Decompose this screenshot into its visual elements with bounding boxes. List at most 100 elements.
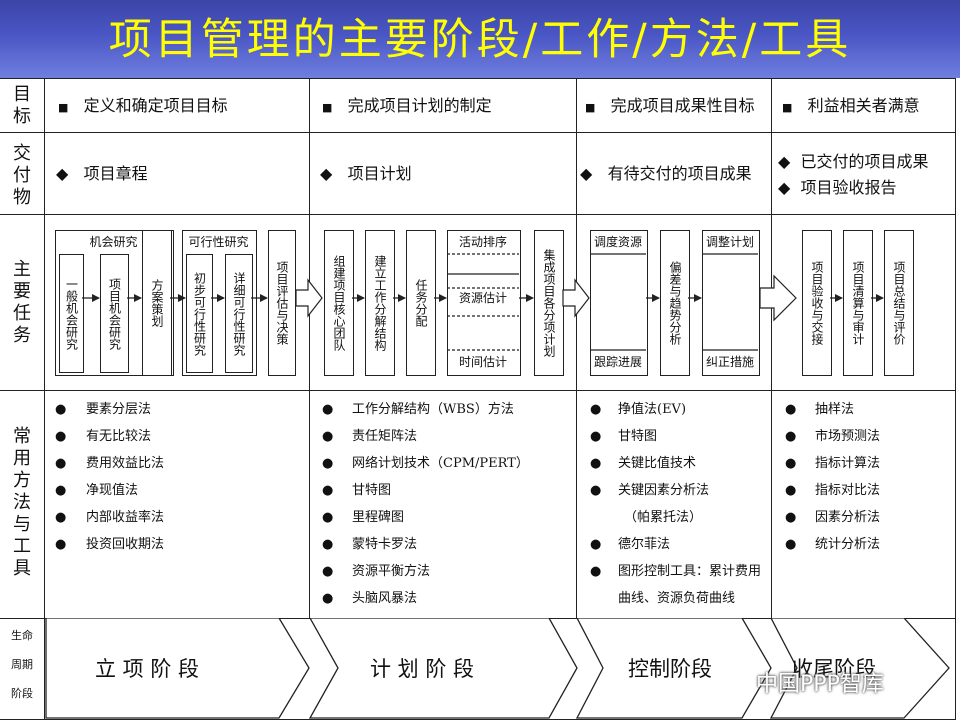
- deliverable-item: ◆ 项目章程: [56, 164, 148, 183]
- square-bullet-icon: ■: [585, 101, 596, 114]
- column-divider: [44, 78, 45, 720]
- round-bullet-icon: ●: [322, 483, 334, 498]
- round-bullet-icon: ●: [55, 456, 67, 471]
- row-label-char: 付: [13, 165, 31, 186]
- goal-item: ■ 定义和确定项目目标: [58, 96, 228, 115]
- scheme-planning-box: 方案策划: [142, 230, 172, 376]
- row-label-char: 方: [13, 470, 31, 491]
- diamond-bullet-icon: ◆: [778, 178, 791, 197]
- project-opportunity-box: 项目机会研究: [100, 254, 129, 373]
- corrective-measures-label: 纠正措施: [705, 355, 754, 369]
- row-label-char: 工: [13, 536, 31, 557]
- table-border: [955, 78, 956, 720]
- method-item: 蒙特卡罗法: [352, 537, 418, 552]
- row-label-lifecycle: 周期: [11, 658, 33, 671]
- row-label-char: 常: [13, 426, 31, 447]
- schedule-resources-label: 调度资源: [593, 235, 642, 249]
- phase-chevron-initiation: [45, 618, 310, 719]
- activity-sequencing-label: 活动排序: [458, 235, 507, 249]
- method-item: 要素分层法: [86, 402, 152, 417]
- method-item: 因素分析法: [815, 510, 881, 525]
- round-bullet-icon: ●: [322, 564, 334, 579]
- task-connectors: [82, 253, 884, 351]
- round-bullet-icon: ●: [785, 537, 797, 552]
- method-item: 统计分析法: [815, 537, 881, 552]
- method-item: 指标对比法: [815, 483, 881, 498]
- row-label-char: 法: [13, 492, 31, 513]
- phase-chevron-planning: [308, 618, 578, 719]
- round-bullet-icon: ●: [785, 456, 797, 471]
- round-bullet-icon: ●: [55, 483, 67, 498]
- row-divider: [0, 214, 956, 215]
- phase-label: 计 划 阶 段: [370, 657, 475, 681]
- row-label-lifecycle: 阶段: [11, 687, 33, 700]
- round-bullet-icon: ●: [322, 402, 334, 417]
- row-label-goal-text: 目标: [13, 84, 31, 128]
- diamond-bullet-icon: ◆: [580, 164, 593, 183]
- method-item: 关键比值技术: [618, 456, 697, 471]
- square-bullet-icon: ■: [322, 101, 333, 114]
- block-arrow-icon: [295, 278, 323, 318]
- goal-item: ■ 完成项目计划的制定: [322, 96, 492, 115]
- block-arrow-icon: [759, 274, 797, 322]
- method-item: 图形控制工具：累计费用: [618, 564, 762, 579]
- method-item: 甘特图: [352, 483, 392, 498]
- block-arrow-icon: [562, 278, 590, 318]
- row-label-methods-text: 常用方法与工具: [13, 426, 31, 580]
- round-bullet-icon: ●: [785, 429, 797, 444]
- deliverable-item: ◆ 有待交付的项目成果: [580, 164, 752, 183]
- method-item: 网络计划技术（CPM/PERT）: [352, 456, 529, 471]
- column-divider: [771, 78, 772, 618]
- row-label-char: 具: [13, 558, 31, 579]
- general-opportunity-box: 一般机会研究: [59, 254, 84, 373]
- round-bullet-icon: ●: [322, 456, 334, 471]
- phase-chevron-closing: [769, 618, 950, 719]
- resource-estimation-label: 资源估计: [458, 291, 507, 305]
- title-banner: [0, 0, 960, 78]
- round-bullet-icon: ●: [590, 564, 602, 579]
- diagram-table: 目标 交付物 主要任务 常用方法与工具 生命 周期 阶段 ■ 定义和确定项目目标…: [0, 78, 960, 720]
- deliverable-item: ◆ 项目验收报告: [778, 178, 897, 197]
- method-item: 抽样法: [815, 402, 855, 417]
- row-label-char: 任: [13, 303, 31, 324]
- row-divider: [0, 132, 956, 133]
- square-bullet-icon: ■: [782, 101, 793, 114]
- method-item: 有无比较法: [86, 429, 152, 444]
- deliverable-item: ◆ 项目计划: [320, 164, 412, 183]
- method-item: 曲线、资源负荷曲线: [618, 591, 736, 606]
- row-label-char: 务: [13, 325, 31, 346]
- method-item: 资源平衡方法: [352, 564, 431, 579]
- adjust-plan-label: 调整计划: [705, 235, 754, 249]
- phase-label: 立 项 阶 段: [95, 657, 200, 681]
- phase-label: 控制阶段: [628, 657, 712, 681]
- round-bullet-icon: ●: [55, 510, 67, 525]
- row-label-tasks-text: 主要任务: [13, 259, 31, 347]
- deviation-analysis-box: 偏差与趋势分析: [660, 230, 690, 376]
- core-team-box: 组建项目核心团队: [324, 230, 354, 376]
- method-item: 指标计算法: [815, 456, 881, 471]
- row-label-deliverables-text: 交付物: [13, 143, 31, 209]
- method-item: 责任矩阵法: [352, 429, 418, 444]
- round-bullet-icon: ●: [785, 510, 797, 525]
- method-item: 净现值法: [86, 483, 139, 498]
- round-bullet-icon: ●: [590, 537, 602, 552]
- watermark: 中国PPP智库: [756, 672, 884, 697]
- row-label-char: 交: [13, 143, 31, 164]
- row-label-char: 目: [13, 84, 31, 105]
- preliminary-feasibility-box: 初步可行性研究: [186, 254, 213, 373]
- round-bullet-icon: ●: [55, 429, 67, 444]
- phase-chevron-control: [575, 618, 772, 719]
- round-bullet-icon: ●: [590, 456, 602, 471]
- row-label-char: 物: [13, 187, 31, 208]
- round-bullet-icon: ●: [590, 402, 602, 417]
- round-bullet-icon: ●: [322, 537, 334, 552]
- row-label-char: 与: [13, 514, 31, 535]
- diamond-bullet-icon: ◆: [778, 152, 791, 171]
- method-item: 甘特图: [618, 429, 658, 444]
- row-label-char: 用: [13, 448, 31, 469]
- row-label-char: 标: [13, 106, 31, 127]
- detailed-feasibility-box: 详细可行性研究: [225, 254, 253, 373]
- round-bullet-icon: ●: [322, 510, 334, 525]
- task-allocation-box: 任务分配: [406, 230, 436, 376]
- method-item: 头脑风暴法: [352, 591, 418, 606]
